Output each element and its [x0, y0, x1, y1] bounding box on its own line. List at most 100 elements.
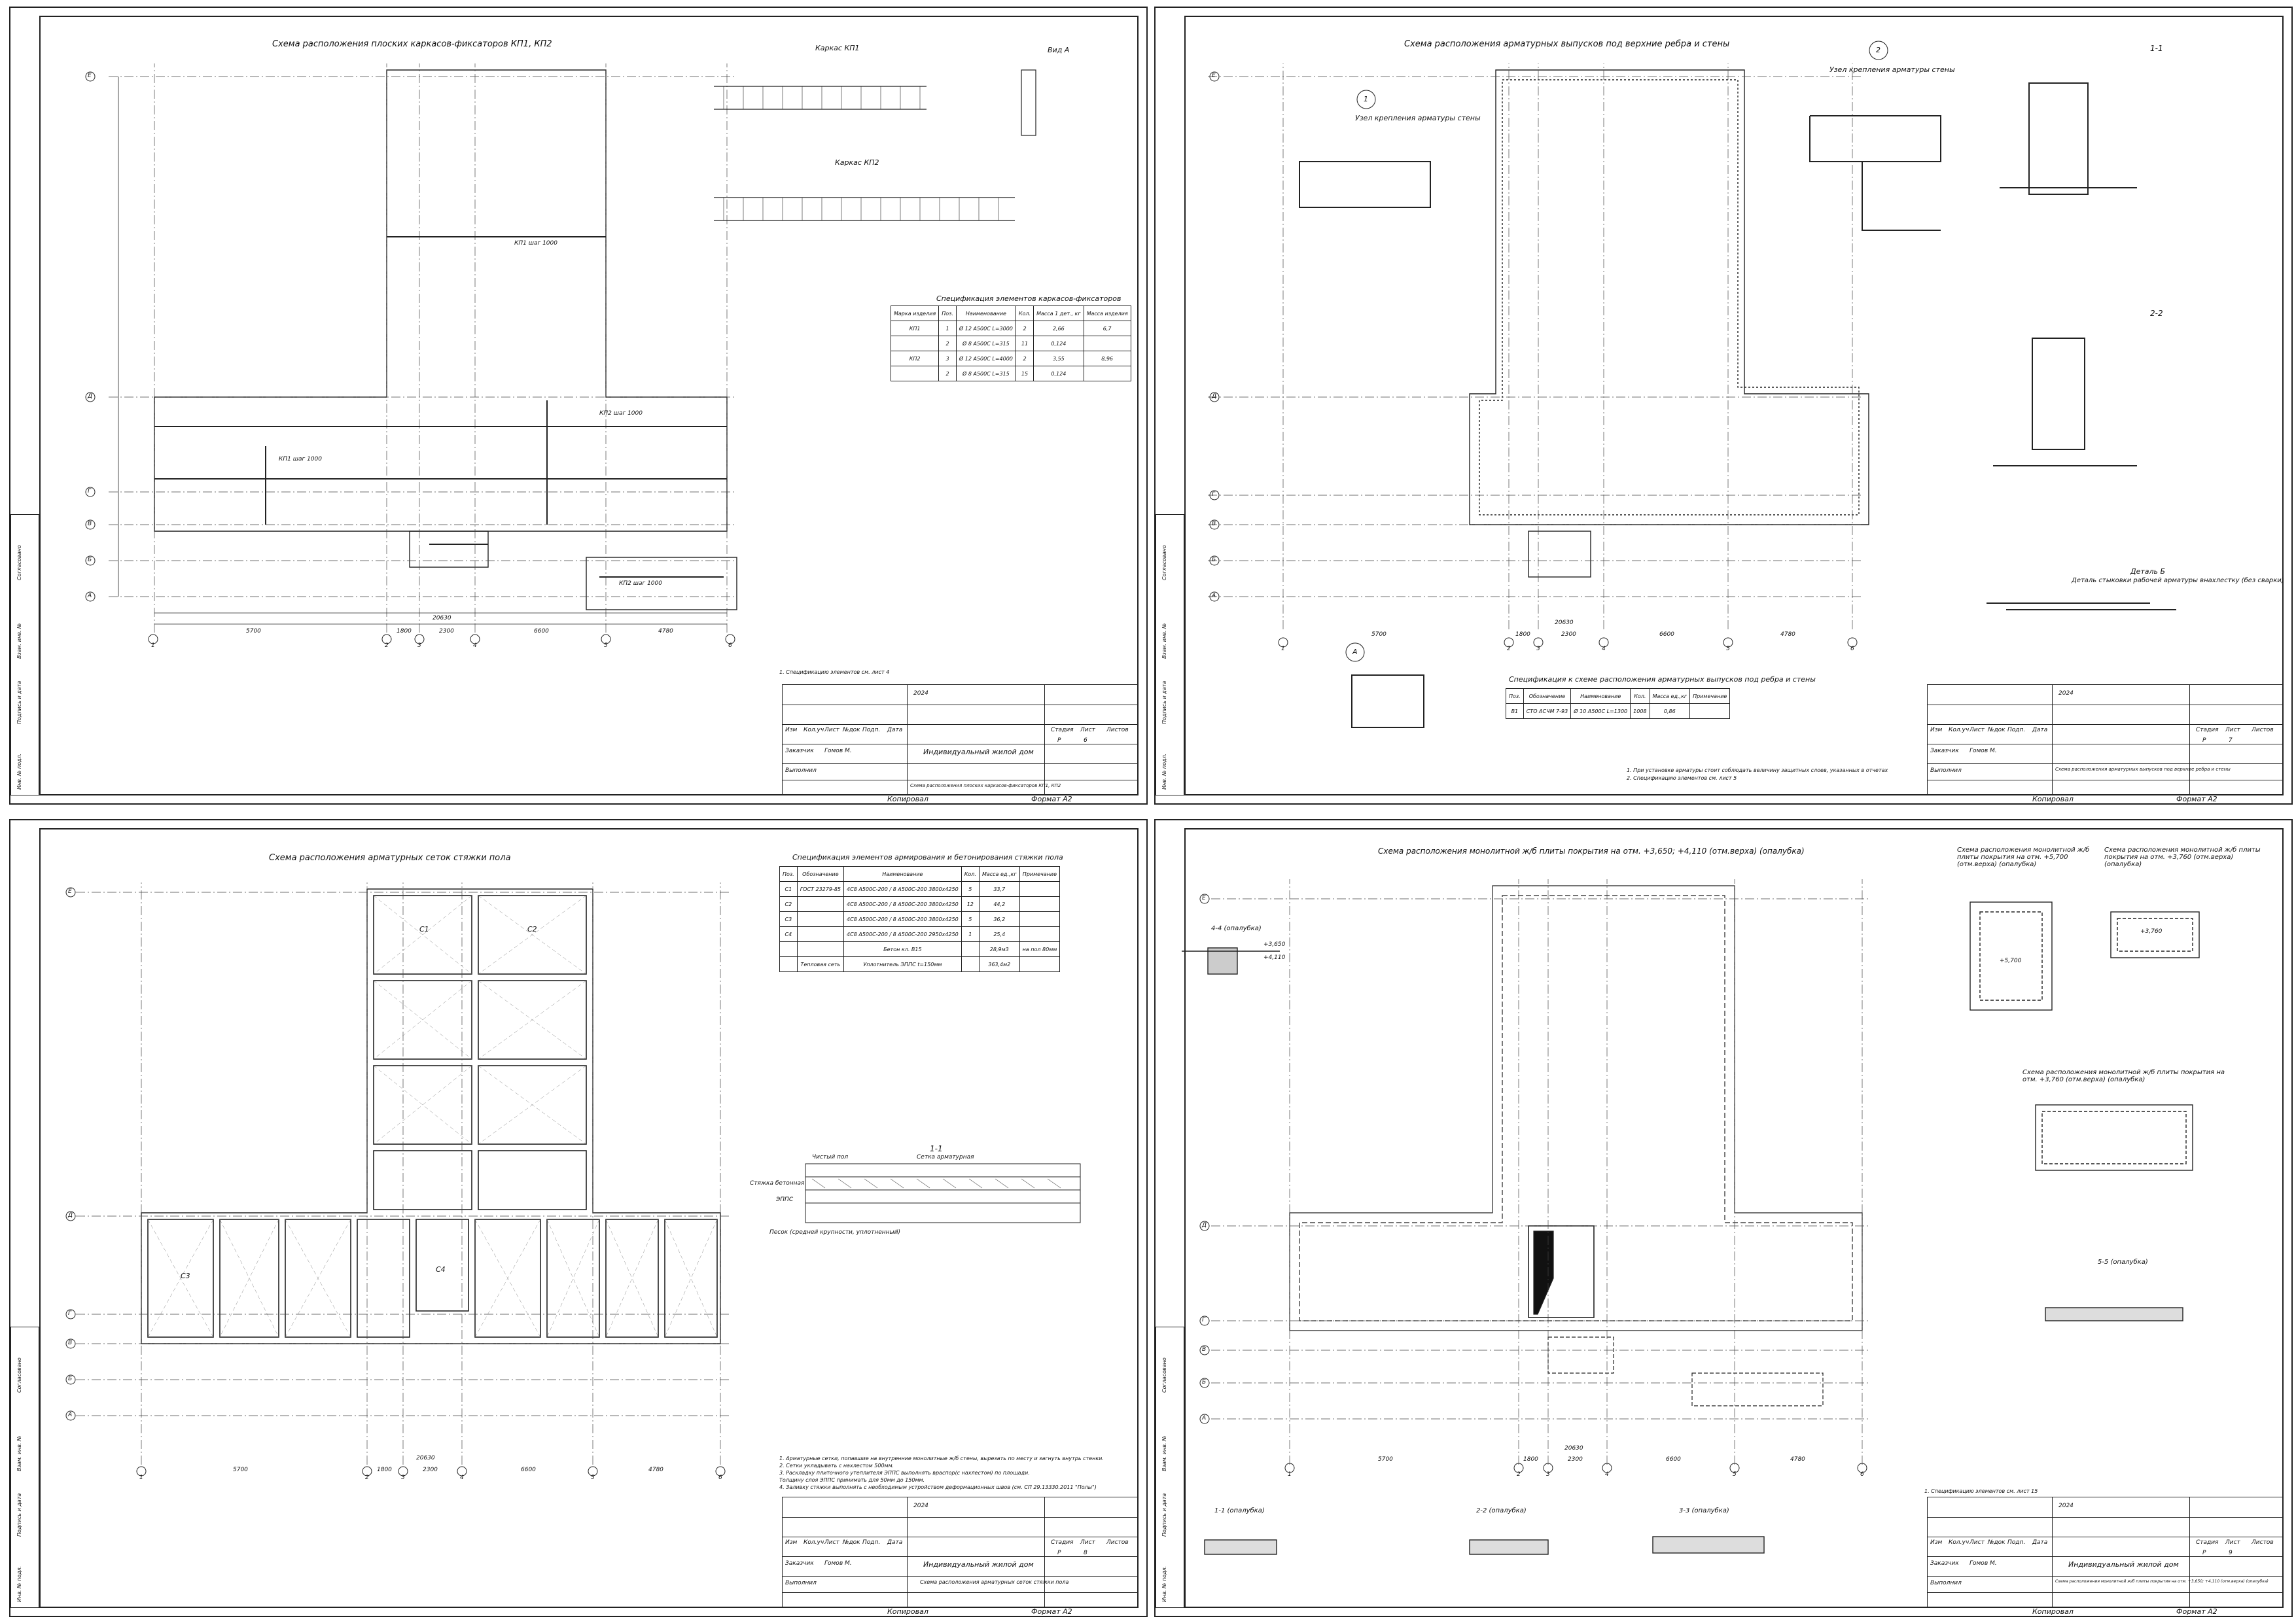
spec-cell: С1	[779, 881, 798, 897]
spec-cell: 1	[938, 321, 957, 336]
spec-cell: 0,86	[1649, 703, 1691, 719]
axis-label: 6	[728, 642, 732, 649]
left-stamp: Инв. № подл. Подпись и дата Взам. инв. №…	[1156, 514, 1184, 795]
drawing-plan	[65, 882, 1081, 1476]
spec-cell: Ø 8 А500С L=315	[955, 336, 1016, 351]
dim: 4780	[1780, 631, 1795, 638]
kp-label: КП1 шаг 1000	[279, 456, 322, 462]
section-title: 1-1	[930, 1144, 943, 1153]
dim: 6600	[1659, 631, 1674, 638]
spec-cell	[796, 911, 845, 927]
spec-cell: С2	[779, 896, 798, 912]
spec-cell	[796, 941, 845, 957]
spec-header-cell: Поз.	[938, 305, 957, 321]
spec-cell	[1019, 896, 1061, 912]
axis-label: Г	[88, 488, 92, 495]
spec-header-cell: Примечание	[1689, 688, 1731, 704]
spec-cell: 1	[961, 926, 980, 942]
view-a-title: Вид А	[1048, 46, 1070, 54]
detail-title: Узел крепления арматуры стены	[1355, 114, 1481, 122]
left-stamp: Инв. № подл. Подпись и дата Взам. инв. №…	[1156, 1327, 1184, 1608]
kp2-title: Каркас КП2	[835, 158, 879, 167]
axis-label: 2	[385, 642, 389, 649]
spec-cell	[796, 896, 845, 912]
spec-cell	[961, 941, 980, 957]
spec-cell: ГОСТ 23279-85	[796, 881, 845, 897]
spec-cell	[796, 926, 845, 942]
spec-header-cell: Обозначение	[1523, 688, 1572, 704]
spec-cell: 25,4	[978, 926, 1020, 942]
spec-cell: 2	[938, 366, 957, 381]
spec-cell: Уплотнитель ЭППС t=150мм	[843, 956, 962, 972]
title-block: 2024 Изм Кол.уч Лист №док Подп. Дата Зак…	[782, 684, 1139, 795]
spec-cell: 33,7	[978, 881, 1020, 897]
spec-cell	[779, 941, 798, 957]
spec-cell: Бетон кл. В15	[843, 941, 962, 957]
title-block: 2024 Изм Кол.уч Лист №док Подп. Дата Зак…	[782, 1497, 1139, 1608]
spec-cell: Тепловая сеть	[796, 956, 845, 972]
drawing-plan	[1182, 879, 2200, 1555]
spec-cell: В1	[1506, 703, 1524, 719]
dim-total: 20630	[433, 615, 451, 621]
spec-cell: 5	[961, 911, 980, 927]
spec-header-cell: Кол.	[1015, 305, 1034, 321]
axis-label: 1	[151, 642, 155, 649]
spec-cell: на пол 80мм	[1019, 941, 1061, 957]
spec-cell: 28,9м3	[978, 941, 1020, 957]
axis-label: 3	[417, 642, 421, 649]
dim: 4780	[658, 628, 673, 635]
axis-label: 5	[604, 642, 608, 649]
kp1-title: Каркас КП1	[815, 44, 860, 52]
spec-cell	[890, 336, 940, 351]
spec-cell	[890, 366, 940, 381]
spec-cell: 2	[1015, 321, 1034, 336]
spec-cell	[1019, 911, 1061, 927]
title-block: 2024 Изм Кол.уч Лист №док Подп. Дата Зак…	[1927, 1497, 2284, 1608]
spec-header-cell: Кол.	[1630, 688, 1650, 704]
drawing-plan	[1208, 41, 2176, 728]
section-title: 1-1	[2150, 44, 2163, 53]
dim: 2300	[439, 628, 454, 635]
spec-header-cell: Наименование	[955, 305, 1016, 321]
spec-cell	[1019, 881, 1061, 897]
spec-cell	[1083, 366, 1131, 381]
axis-label: А	[88, 593, 92, 599]
spec-cell	[961, 956, 980, 972]
kp-label: КП1 шаг 1000	[514, 240, 557, 247]
dim: 2300	[1561, 631, 1576, 638]
spec-header-cell: Примечание	[1019, 866, 1061, 882]
spec-cell	[1689, 703, 1731, 719]
spec-header-cell: Кол.	[961, 866, 980, 882]
spec-header-cell: Наименование	[843, 866, 962, 882]
spec-cell: 11	[1015, 336, 1034, 351]
spec-cell: Ø 10 А500С L=1300	[1570, 703, 1631, 719]
spec-cell: 2	[1015, 351, 1034, 366]
spec-cell	[1019, 926, 1061, 942]
spec-cell: 12	[961, 896, 980, 912]
spec-header-cell: Поз.	[779, 866, 798, 882]
sheet-3: Схема расположения арматурных сеток стяж…	[9, 819, 1148, 1617]
detail-title: Узел крепления арматуры стены	[1829, 65, 1955, 74]
axis-label: Е	[88, 73, 92, 79]
spec-cell	[1083, 336, 1131, 351]
callout: 2	[1876, 46, 1881, 54]
spec-cell: Ø 12 А500С L=3000	[955, 321, 1016, 336]
sheet-1: Схема расположения плоских каркасов-фикс…	[9, 7, 1148, 805]
detail-b-desc: Деталь стыковки рабочей арматуры внахлес…	[2072, 577, 2284, 584]
spec-cell: С3	[779, 911, 798, 927]
spec-header-cell: Масса ед.,кг	[1649, 688, 1691, 704]
spec-cell	[1019, 956, 1061, 972]
spec-header-cell: Масса изделия	[1083, 305, 1131, 321]
detail-b-title: Деталь Б	[2130, 567, 2166, 576]
axis-label: Д	[88, 393, 93, 400]
